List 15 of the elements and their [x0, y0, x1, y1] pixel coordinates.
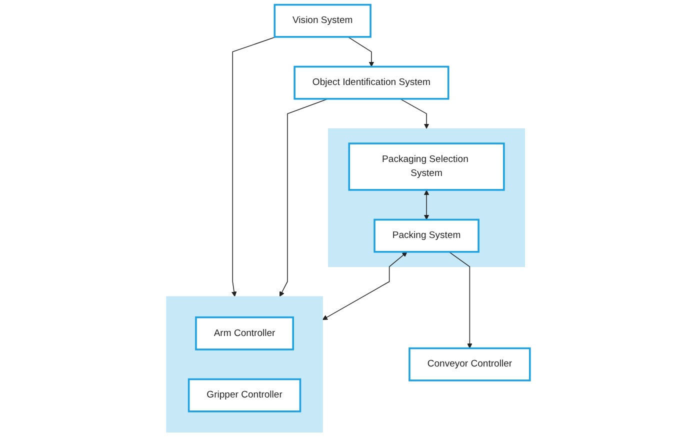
- node-box: Arm Controller: [195, 316, 294, 350]
- cluster: [328, 128, 526, 268]
- arrow: [400, 98, 430, 129]
- node-box: Gripper Controller: [188, 378, 302, 412]
- arrow: [424, 190, 430, 220]
- node-box: Packaging Selection System: [348, 142, 506, 191]
- node-box: Packing System: [374, 218, 480, 253]
- node-box: Vision System: [274, 4, 372, 38]
- arrow: [280, 98, 329, 297]
- node-box: Conveyor Controller: [408, 347, 532, 382]
- node-box: Object Identification System: [294, 66, 450, 100]
- arrow: [348, 36, 374, 67]
- arrow: [448, 251, 473, 349]
- cluster: [166, 296, 324, 433]
- arrow: [322, 252, 408, 320]
